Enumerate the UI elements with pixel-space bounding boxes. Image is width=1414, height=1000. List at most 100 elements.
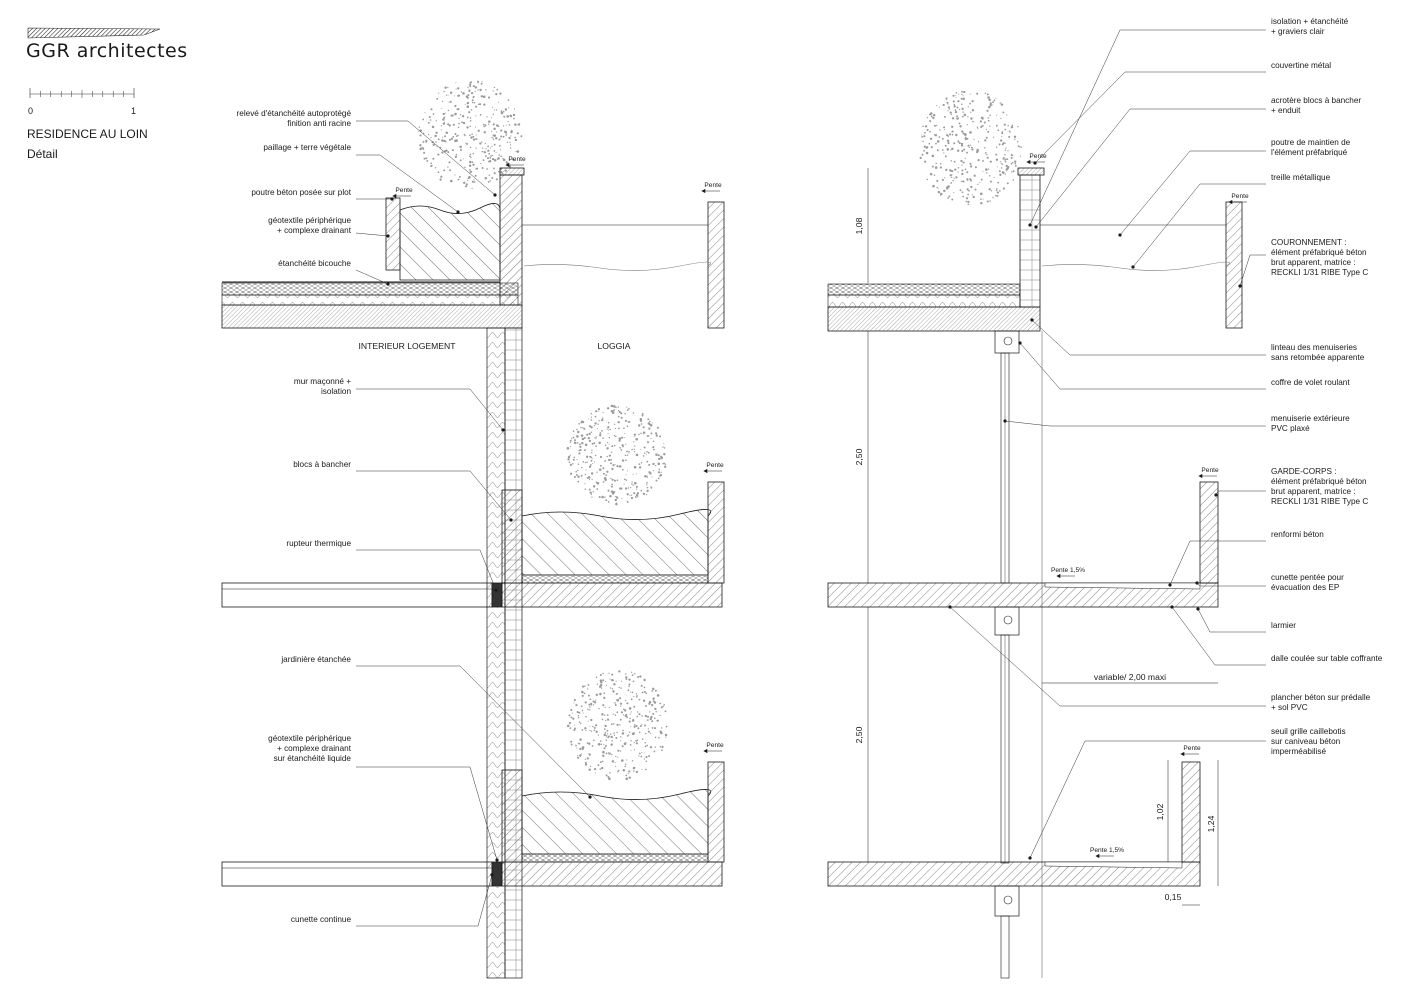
guard-rail-precast-2 [1181, 761, 1201, 863]
leader-right-10-dot [1214, 493, 1218, 497]
slope-label: Pente [1183, 745, 1201, 752]
roller-shutter-drum [1003, 336, 1013, 346]
annotation-right-1: isolation + étanchéité [1271, 17, 1349, 26]
dim-railing-total: 1,24 [1206, 815, 1216, 832]
leader-right-6-dot [1238, 284, 1242, 288]
roof-parapet-left [499, 174, 523, 306]
parapet-coping-left [499, 167, 525, 176]
slope-label: Pente [395, 187, 413, 194]
leader-left-4-dot [386, 234, 390, 238]
annotation-left-3: poutre béton posée sur plot [251, 188, 351, 197]
leader-left-5 [355, 269, 389, 285]
leader-right-7 [1031, 319, 1266, 356]
annotation-left-4: géotextile périphérique [268, 216, 351, 225]
thermal-break-1 [491, 582, 503, 608]
dim-parapet-height: 1,08 [854, 217, 864, 234]
leader-right-3 [1035, 108, 1266, 228]
annotation-left-8: rupteur thermique [286, 539, 351, 548]
leader-left-8-dot [494, 588, 498, 592]
planter-wall-2 [501, 769, 523, 863]
crowning-precast [1225, 201, 1243, 329]
annotation-left-7: blocs à bancher [293, 460, 351, 469]
firm-name: GGR architectes [26, 40, 188, 62]
annotation-right-15: plancher béton sur prédalle [1271, 693, 1371, 702]
leader-right-4 [1119, 150, 1266, 236]
roof-insulation-left [221, 294, 519, 306]
annotation-right-16: seuil grille caillebotis [1271, 727, 1346, 736]
annotation-left-4: + complexe drainant [277, 226, 352, 235]
annotation-left-10: sur étanchéité liquide [274, 754, 352, 763]
annotation-left-1: finition anti racine [287, 119, 351, 128]
slope-label: Pente [1231, 193, 1249, 200]
annotation-right-10: GARDE-CORPS : [1271, 467, 1337, 476]
roof-railing-left [707, 201, 725, 329]
guard-rail-precast-1 [1199, 481, 1219, 584]
dim-storey-2: 2,50 [854, 726, 864, 743]
annotation-left-1: relevé d'étanchéité autoprotégé [237, 109, 352, 118]
annotation-right-2: couvertine métal [1271, 61, 1331, 70]
leader-right-13-dot [1196, 607, 1200, 611]
roller-shutter-box-3 [994, 885, 1020, 917]
leader-left-10 [356, 766, 498, 861]
planter-drainage-2 [521, 853, 709, 863]
roof-gravel-left [221, 282, 519, 296]
floor-slab-left-1 [221, 582, 493, 608]
metal-coping [1017, 167, 1045, 176]
trellis-grass-line [1041, 261, 1230, 271]
leader-left-9-dot [588, 795, 592, 799]
slope-arrow [505, 162, 524, 168]
leader-right-1 [1029, 29, 1266, 226]
annotation-right-6: RECKLI 1/31 RIBE Type C [1271, 268, 1368, 277]
room-label-loggia: LOGGIA [598, 341, 631, 351]
slope-arrow [703, 748, 722, 754]
loggia-slab-2 [501, 861, 723, 887]
annotation-right-8: coffre de volet roulant [1271, 378, 1350, 387]
leader-left-6-dot [501, 428, 505, 432]
annotation-right-6: COURONNEMENT : [1271, 238, 1346, 247]
acroterion-blocks [1019, 174, 1041, 308]
annotation-right-12: évacuation des EP [1271, 583, 1340, 592]
slope-arrow [1180, 751, 1199, 757]
leader-right-8 [1019, 342, 1266, 390]
leader-right-12-dot [1195, 581, 1199, 585]
leader-right-11-dot [1168, 583, 1172, 587]
sloped-gutter-1 [1044, 582, 1201, 590]
sloped-gutter-2 [1044, 861, 1183, 869]
roof-insulation-right [827, 294, 1021, 308]
annotation-right-4: poutre de maintien de [1271, 138, 1351, 147]
leader-right-8-dot [1018, 341, 1022, 345]
leader-right-14 [1171, 606, 1266, 666]
loggia-tree-1 [566, 404, 667, 506]
slope-label: Pente [706, 462, 724, 469]
annotation-right-3: + enduit [1271, 106, 1301, 115]
slope-arrow [1198, 473, 1217, 479]
leader-left-11-dot [490, 873, 494, 877]
annotation-right-3: acrotère blocs à bancher [1271, 96, 1361, 105]
slope-label: Pente [1201, 467, 1219, 474]
annotation-right-6: élément préfabriqué béton [1271, 248, 1367, 257]
roof-slab-left [221, 304, 523, 329]
annotation-right-15: + sol PVC [1271, 703, 1308, 712]
graphic-scale-bar [29, 88, 135, 98]
annotation-right-7: linteau des menuiseries [1271, 343, 1357, 352]
annotation-right-1: + graviers clair [1271, 27, 1325, 36]
slope-label: Pente [704, 182, 722, 189]
leader-right-9-dot [1003, 419, 1007, 423]
leader-right-10 [1215, 490, 1266, 496]
slope-arrow [701, 188, 720, 194]
planter-soil-2 [521, 789, 712, 855]
slope-label: Pente [706, 742, 724, 749]
annotation-right-9: PVC plaxé [1271, 424, 1310, 433]
leader-right-15 [949, 606, 1266, 707]
leader-left-2-dot [456, 210, 460, 214]
roller-shutter-drum-2 [1003, 615, 1013, 625]
annotation-right-16: sur caniveau béton [1271, 737, 1341, 746]
leader-right-13 [1197, 608, 1266, 633]
roller-shutter-drum-3 [1003, 895, 1013, 905]
loggia-tree-2 [566, 670, 668, 781]
planter-wall-1 [501, 489, 523, 584]
leader-left-1-dot [493, 193, 497, 197]
leader-left-11 [356, 874, 493, 927]
